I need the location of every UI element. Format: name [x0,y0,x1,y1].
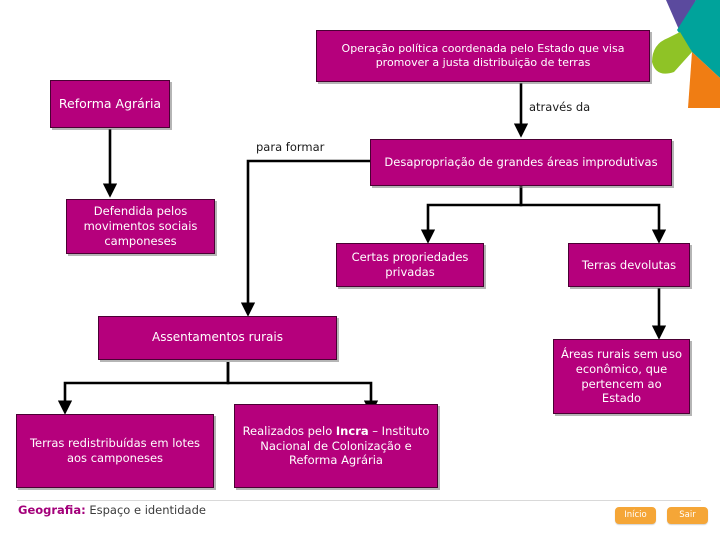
node-terras-devolutas-label: Terras devolutas [581,257,677,272]
node-terras-devolutas[interactable]: Terras devolutas [568,243,690,287]
node-desapropriacao[interactable]: Desapropriação de grandes áreas improdut… [370,139,672,186]
node-reforma-agraria[interactable]: Reforma Agrária [50,80,170,128]
connector-label-para-formar: para formar [256,140,325,154]
wire-desapropriacao-to-assentamentos [240,159,370,317]
node-operacao-politica[interactable]: Operação política coordenada pelo Estado… [316,30,650,82]
footer-subtitle: Espaço e identidade [85,503,206,517]
node-certas-propriedades[interactable]: Certas propriedades privadas [336,243,484,287]
node-defendida-movimentos-label: Defendida pelos movimentos sociais campo… [83,204,198,248]
inicio-button[interactable]: Início [615,507,656,524]
node-areas-rurais-sem-uso-label: Áreas rurais sem uso econômico, que pert… [561,347,682,406]
node-operacao-politica-label: Operação política coordenada pelo Estado… [341,41,625,69]
node-defendida-movimentos[interactable]: Defendida pelos movimentos sociais campo… [66,199,215,254]
wire-desapropriacao-to-certas [420,186,523,244]
footer-brand: Geografia: [18,503,86,517]
node-realizados-incra[interactable]: Realizados pelo Incra – Instituto Nacion… [234,404,438,488]
node-terras-redistribuidas[interactable]: Terras redistribuídas em lotes aos campo… [16,414,214,488]
wire-desapropriacao-to-devolutas [519,186,667,244]
node-desapropriacao-label: Desapropriação de grandes áreas improdut… [384,155,658,170]
incra-bold: Incra [335,423,369,438]
footer-note: Geografia: Espaço e identidade [18,503,206,517]
node-assentamentos-rurais-label: Assentamentos rurais [152,330,283,345]
node-terras-redistribuidas-label: Terras redistribuídas em lotes aos campo… [29,436,201,465]
node-assentamentos-rurais[interactable]: Assentamentos rurais [98,316,337,360]
node-certas-propriedades-label: Certas propriedades privadas [351,250,469,279]
node-areas-rurais-sem-uso[interactable]: Áreas rurais sem uso econômico, que pert… [553,339,690,414]
sair-button[interactable]: Sair [667,507,708,524]
connector-label-atraves-da: através da [529,100,591,114]
incra-prefix: Realizados pelo [242,423,336,438]
wire-assentamentos-to-incra [226,362,379,415]
wire-assentamentos-to-redistribuidas [57,362,230,415]
footer-divider [17,500,701,501]
node-realizados-incra-label: Realizados pelo Incra – Instituto Nacion… [241,424,431,468]
node-reforma-agraria-label: Reforma Agrária [58,96,162,111]
incra-suffix: – Instituto Nacional de Colonização e Re… [260,423,430,468]
